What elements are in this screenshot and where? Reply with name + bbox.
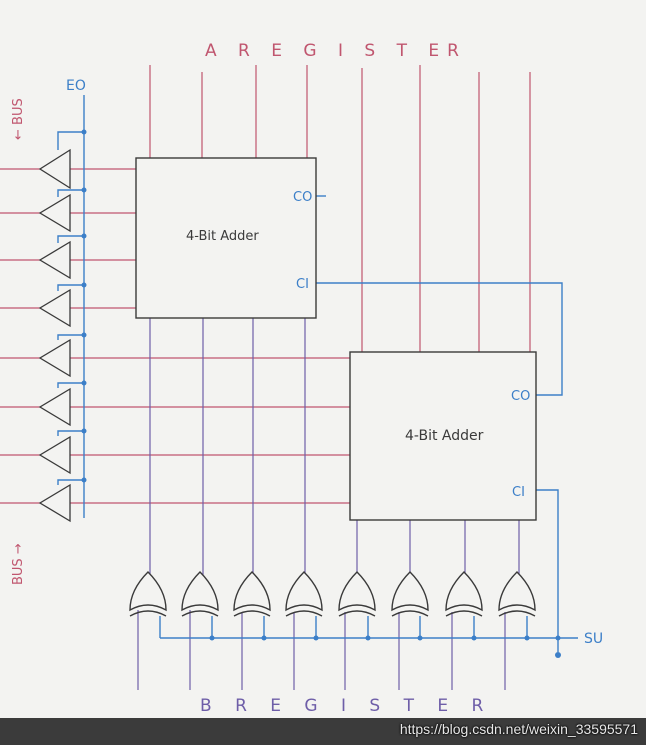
- eo-label: EO: [66, 78, 86, 94]
- su-label: SU: [584, 631, 603, 647]
- a-register-label: A R E G I S T ER: [205, 41, 467, 61]
- tristate-icon: [38, 483, 71, 523]
- tristate-icon: [38, 193, 71, 233]
- a-register-lines: [149, 65, 531, 352]
- ci-bottom-label: CI: [512, 485, 525, 500]
- su-ci-feed: [536, 489, 559, 638]
- co-bottom-label: CO: [511, 389, 530, 404]
- su-xor-taps: [159, 616, 528, 638]
- adder-box-bottom: [349, 351, 537, 521]
- tristate-buffers: [38, 148, 71, 523]
- xor-gate-icon: [498, 571, 536, 617]
- xor-gate-icon: [445, 571, 483, 617]
- adder-box-top: [135, 157, 317, 319]
- tristate-icon: [38, 435, 71, 475]
- ci-top-label: CI: [296, 277, 309, 292]
- watermark: https://blog.csdn.net/weixin_33595571: [399, 721, 638, 737]
- bottom-shadow: [0, 718, 646, 745]
- bus-in-label: BUS →: [11, 543, 26, 585]
- xor-gate-icon: [233, 571, 271, 617]
- b-register-lines: [137, 610, 506, 690]
- tristate-icon: [38, 240, 71, 280]
- adder-name-top: 4-Bit Adder: [186, 229, 259, 244]
- tristate-icon: [38, 148, 71, 190]
- eo-enable-line: [57, 95, 85, 518]
- xor-gate-icon: [391, 571, 429, 617]
- tristate-icon: [38, 387, 71, 427]
- xor-gate-icon: [285, 571, 323, 617]
- bus-out-label: ← BUS: [11, 98, 26, 140]
- eo-junction-dots: [81, 129, 87, 483]
- xor-gate-icon: [129, 571, 167, 617]
- xor-to-adder-lines: [149, 318, 520, 580]
- carry-wire: [315, 282, 563, 396]
- xor-gate-icon: [181, 571, 219, 617]
- xor-gate-icon: [338, 571, 376, 617]
- co-top-label: CO: [293, 190, 312, 205]
- xor-gates: [129, 571, 536, 617]
- tristate-icon: [38, 288, 71, 328]
- adder-name-bottom: 4-Bit Adder: [405, 428, 484, 444]
- tristate-icon: [38, 338, 71, 378]
- su-junction-dots: [209, 635, 561, 658]
- b-register-label: B R E G I S T E R: [200, 696, 492, 716]
